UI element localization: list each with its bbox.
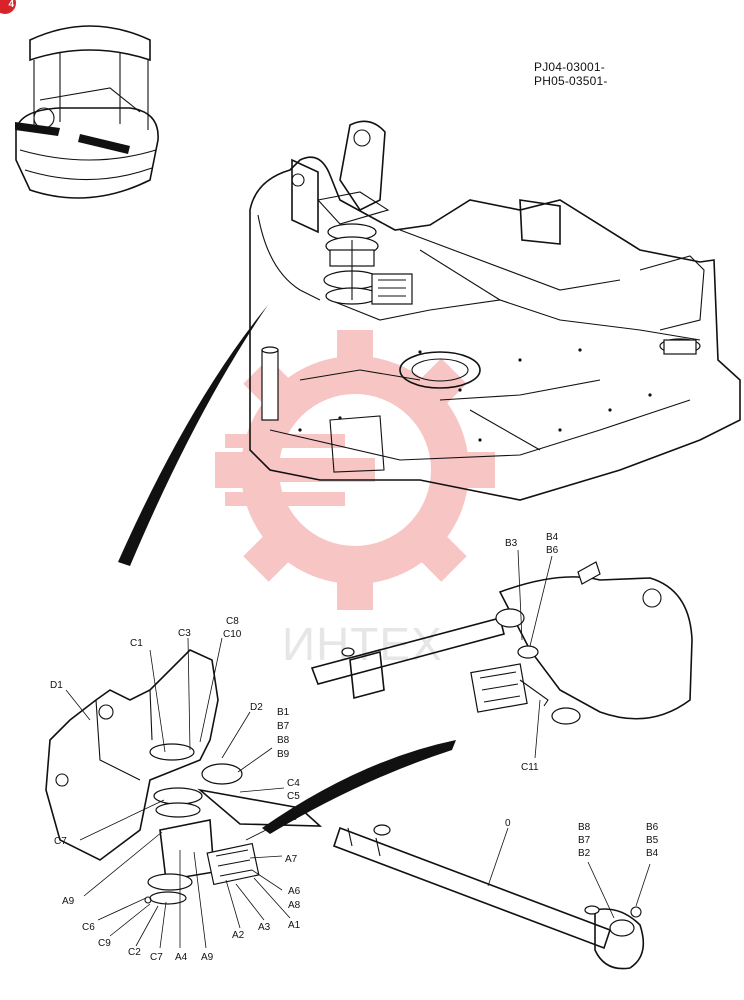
callout-A2: A2: [232, 930, 245, 941]
callout-D2: D2: [250, 702, 263, 713]
callout-labels: B3 B4 B6 C8 C10 C3 C1 D1 D2 B1 B7 B8 B9 …: [50, 532, 659, 963]
callout-A4: A4: [175, 952, 188, 963]
swing-bracket-upper-right: [470, 561, 693, 725]
view-pointer-upper: [118, 305, 268, 566]
callout-B4: B4: [546, 532, 559, 543]
callout-A6: A6: [288, 886, 301, 897]
callout-B8: B8: [277, 735, 290, 746]
inset-machine-thumbnail: [15, 25, 159, 199]
serial-number-range-1: PJ04-03001-: [534, 60, 605, 74]
callout-C4: C4: [287, 778, 300, 789]
callout-C11: C11: [521, 762, 539, 773]
callout-A9-lower: A9: [201, 952, 214, 963]
callout-B6: B6: [546, 545, 559, 556]
callout-B7-right: B7: [578, 835, 591, 846]
callout-B7: B7: [277, 721, 290, 732]
callout-A8: A8: [288, 900, 301, 911]
callout-A7: A7: [285, 854, 298, 865]
callout-C7: C7: [54, 836, 67, 847]
callout-C7-lower: C7: [150, 952, 163, 963]
watermark-text: ИНТЕХ: [282, 618, 443, 670]
view-pointer-lower: [262, 740, 456, 834]
callout-C2: C2: [128, 947, 141, 958]
callout-C9: C9: [98, 938, 111, 949]
callout-C1: C1: [130, 638, 143, 649]
upper-frame-assembly: [249, 120, 741, 501]
callout-C6: C6: [82, 922, 95, 933]
callout-C8: C8: [226, 616, 239, 627]
swing-bracket-exploded: [45, 649, 323, 905]
serial-number-range-2: PH05-03501-: [534, 74, 608, 88]
callout-A9: A9: [62, 896, 75, 907]
callout-B1: B1: [277, 707, 290, 718]
callout-B5: B5: [646, 835, 659, 846]
callout-leaders: [65, 549, 651, 949]
callout-C5: C5: [287, 791, 300, 802]
callout-C10: C10: [223, 629, 242, 640]
callout-C3: C3: [178, 628, 191, 639]
callout-B4-right: B4: [646, 848, 659, 859]
swing-cylinder: [310, 617, 645, 970]
callout-A3: A3: [258, 922, 271, 933]
callout-0: 0: [505, 818, 511, 829]
callout-A5: A5: [285, 812, 298, 823]
callout-B2: B2: [578, 848, 591, 859]
page-number-badge: 4: [0, 0, 16, 14]
callout-B6-right: B6: [646, 822, 659, 833]
callout-A1: A1: [288, 920, 301, 931]
watermark-gear-logo: ИНТЕХ: [215, 330, 495, 670]
callout-B9: B9: [277, 749, 290, 760]
callout-B3: B3: [505, 538, 518, 549]
callout-D1: D1: [50, 680, 63, 691]
callout-B8-right: B8: [578, 822, 591, 833]
